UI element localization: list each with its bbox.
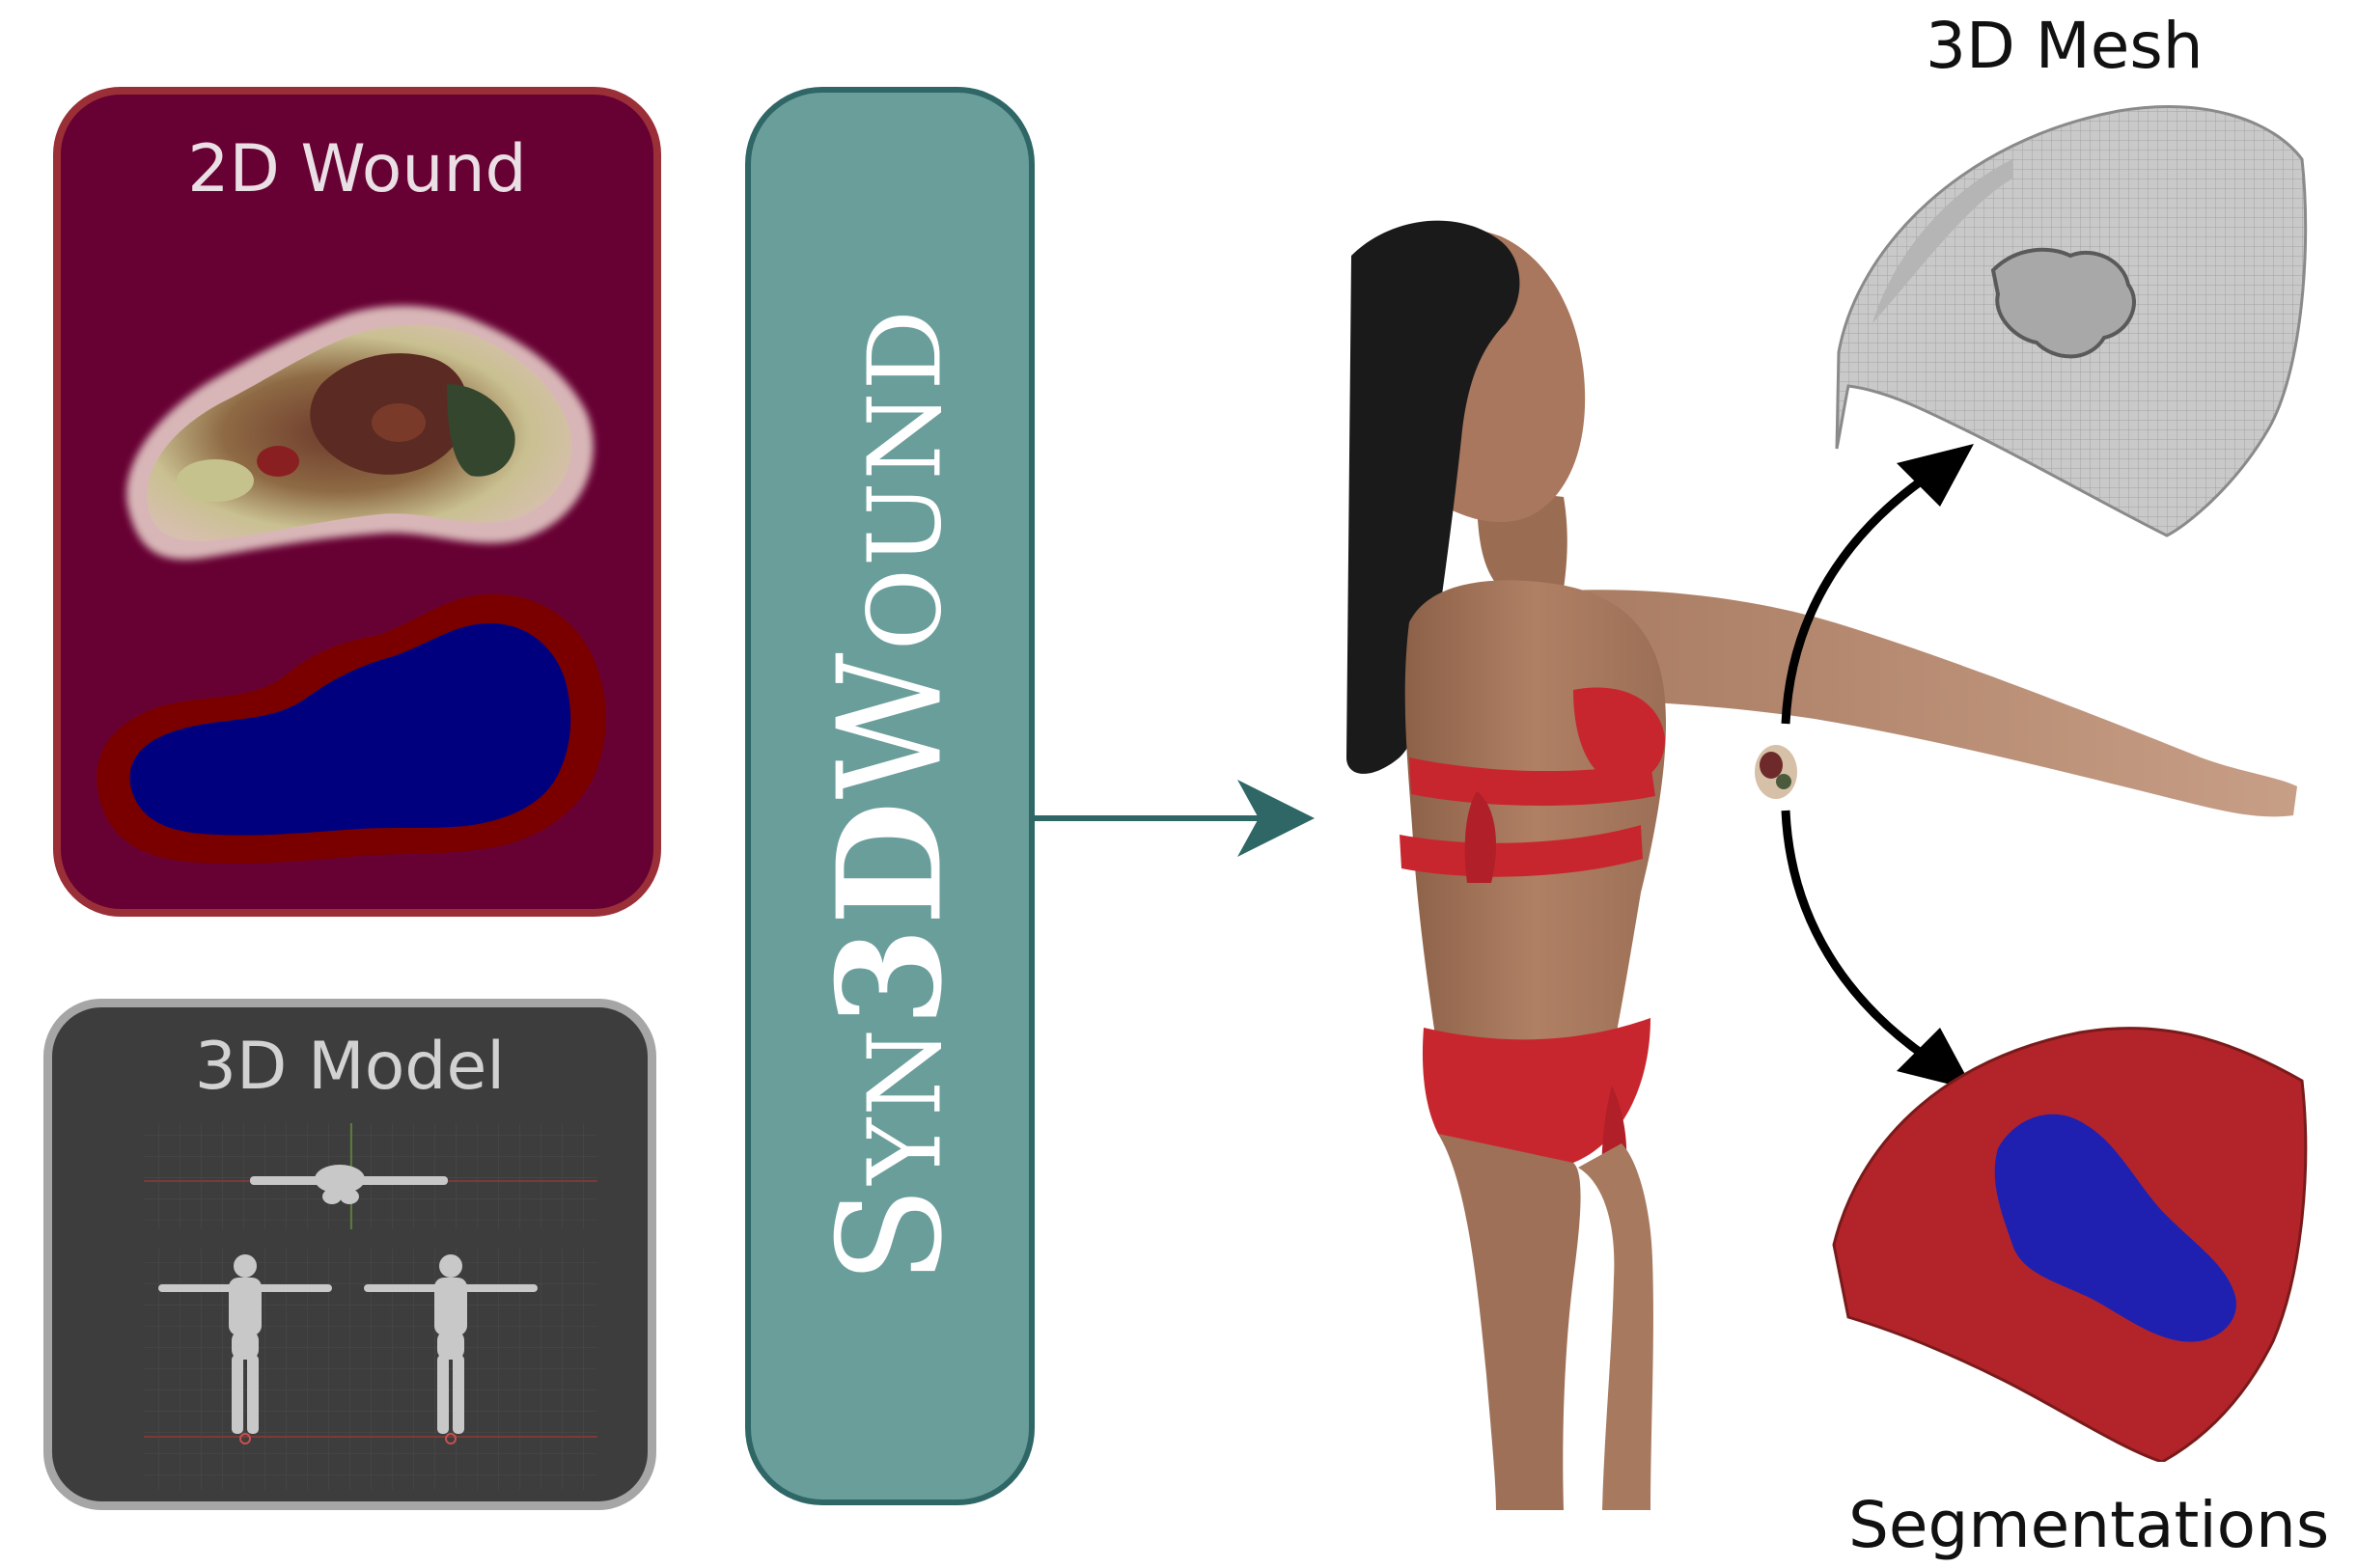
arrow-to-mesh	[1781, 464, 1943, 725]
bikini-bottom	[1422, 1018, 1650, 1169]
output-arrows	[1781, 444, 1974, 1090]
body-torso	[1404, 580, 1666, 1057]
pipeline-output-arrow	[1035, 780, 1315, 857]
model-top-view	[250, 1165, 448, 1204]
segmentation-wound-region	[1994, 1114, 2236, 1342]
brand-letter-w: W	[807, 650, 974, 800]
segmentation-render	[1832, 1027, 2308, 1462]
wound-segmentation-mask	[97, 593, 607, 865]
brand-small-caps-yn: YN	[846, 1026, 964, 1185]
model-3d-title: 3D Model	[194, 1029, 506, 1105]
pipeline-box: SYN3DWOUND	[745, 87, 1035, 1505]
brand-letter-s: S	[807, 1184, 974, 1284]
model-front-view	[158, 1254, 332, 1434]
arm-wound	[1755, 745, 1797, 799]
body-hair	[1346, 220, 1520, 774]
wound-2d-panel: 2D Wound	[53, 87, 661, 917]
body-leg-right	[1578, 1143, 1653, 1510]
arrow-to-segmentation	[1781, 810, 1943, 1070]
bikini-top-strap	[1409, 757, 1655, 806]
pipeline-title: SYN3DWOUND	[806, 308, 974, 1284]
brand-small-caps-ound: OUND	[846, 308, 964, 651]
wound-2d-title: 2D Wound	[187, 131, 527, 207]
model-3d-viewport	[144, 1123, 597, 1490]
mesh-wound-crater	[1990, 247, 2136, 359]
model-back-view	[364, 1254, 538, 1434]
wound-photo	[126, 305, 594, 560]
mesh-label: 3D Mesh	[1926, 9, 2204, 83]
mesh-render	[1835, 105, 2308, 537]
wound-2d-images	[97, 305, 607, 865]
model-3d-panel: 3D Model	[43, 999, 656, 1510]
human-body-render	[1346, 220, 2297, 1510]
segmentation-label: Segmentations	[1848, 1488, 2330, 1562]
brand-3d: 3D	[805, 799, 974, 1027]
body-leg-left	[1438, 1134, 1581, 1510]
body-arm	[1525, 590, 2297, 817]
